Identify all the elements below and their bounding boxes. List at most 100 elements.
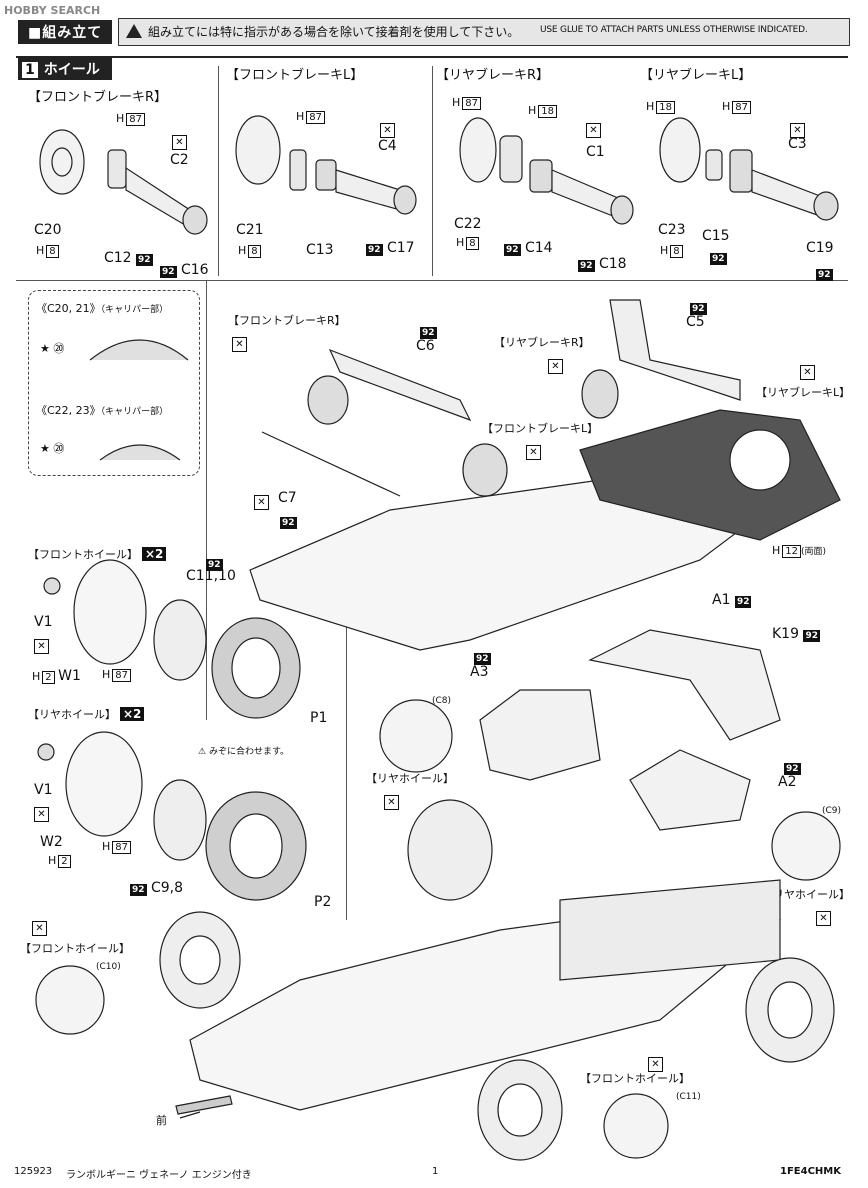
part-c16: 92 C16 (160, 262, 209, 278)
paint-92: 92 (474, 653, 491, 665)
part-c18: 92 C18 (578, 256, 627, 272)
part-c7: C7 (278, 490, 297, 506)
part-c1: C1 (586, 144, 605, 160)
glue-icon: ✕ (816, 906, 831, 926)
part-c21: C21 (236, 222, 264, 238)
part-c19: C19 (806, 240, 834, 256)
section-label: ■組み立て (18, 20, 113, 44)
part-c14: 92 C14 (504, 240, 553, 256)
wheel-c10: (C10) (96, 962, 121, 972)
part-c15: C15 (702, 228, 730, 244)
paint-92: 92 (690, 303, 707, 315)
part-c2: C2 (170, 152, 189, 168)
groove-note: ⚠ みぞに合わせます。 (198, 747, 290, 757)
paint-92: 92 (784, 763, 801, 775)
glue-icon: ✕ (526, 440, 541, 460)
glue-icon: ✕ (800, 360, 815, 380)
part-c6: C6 (416, 338, 435, 354)
part-c22: C22 (454, 216, 482, 232)
part-c23: C23 (658, 222, 686, 238)
footer-code: 125923 (14, 1166, 53, 1177)
glue-icon: ✕ (380, 118, 395, 138)
forward-label: 前 (156, 1114, 167, 1127)
label-rear-wheel: 【リヤホイール】×2 (28, 706, 145, 722)
label-rear-brake-r: 【リヤブレーキR】 (494, 336, 590, 349)
part-c5: C5 (686, 314, 705, 330)
group-title-rear-brake-l: 【リヤブレーキL】 (640, 68, 752, 83)
paint-92: 92 (710, 253, 727, 265)
label-front-brake-r: 【フロントブレーキR】 (228, 314, 346, 327)
caliper-inset (28, 290, 200, 476)
star-icon: ★ ⑳ (40, 442, 65, 455)
part-p1: P1 (310, 710, 328, 726)
divider (206, 280, 207, 720)
paint-92: 92 (206, 559, 223, 571)
label-rear-wheel: 【リヤホイール】 (366, 772, 454, 785)
divider (218, 66, 219, 276)
label-rear-brake-l: 【リヤブレーキL】 (756, 386, 851, 399)
part-c3: C3 (788, 136, 807, 152)
watermark: HOBBY SEARCH (4, 4, 101, 17)
part-c9-8: 92 C9,8 (130, 880, 184, 896)
part-c4: C4 (378, 138, 397, 154)
glue-icon: ✕ (586, 118, 601, 138)
part-v1: V1 (34, 782, 53, 798)
part-v1: V1 (34, 614, 53, 630)
part-p2: P2 (314, 894, 332, 910)
label-front-brake-l: 【フロントブレーキL】 (482, 422, 599, 435)
part-c13: C13 (306, 242, 334, 258)
part-a1: A1 92 (712, 592, 752, 608)
group-title-rear-brake-r: 【リヤブレーキR】 (436, 68, 550, 83)
step-rule (16, 56, 848, 58)
glue-icon: ✕ (34, 634, 49, 654)
part-c12: C12 92 (104, 250, 153, 266)
star-icon: ★ ⑳ (40, 342, 65, 355)
label-front-wheel: 【フロントホイール】×2 (28, 546, 167, 562)
glue-icon: ✕ (790, 118, 805, 138)
paint-92: 92 (816, 269, 833, 281)
wheel-c11: (C11) (676, 1092, 701, 1102)
part-w2: W2 (40, 834, 63, 850)
glue-note-en: USE GLUE TO ATTACH PARTS UNLESS OTHERWIS… (540, 25, 808, 35)
page-number: 1 (432, 1166, 439, 1177)
group-title-front-brake-r: 【フロントブレーキR】 (28, 90, 168, 105)
glue-icon: ✕ (232, 332, 247, 352)
footer-ref: 1FE4CHMK (780, 1166, 841, 1177)
label-front-wheel: 【フロントホイール】 (20, 942, 130, 955)
wheel-c8: (C8) (432, 696, 452, 706)
divider (346, 560, 347, 920)
glue-icon: ✕ (32, 916, 47, 936)
part-c17: 92 C17 (366, 240, 415, 256)
part-c11-10: C11,10 (186, 568, 236, 584)
group-title-front-brake-l: 【フロントブレーキL】 (226, 68, 364, 83)
divider (432, 66, 433, 276)
paint-92: 92 (280, 517, 297, 529)
glue-icon: ✕ (648, 1052, 663, 1072)
label-front-wheel: 【フロントホイール】 (580, 1072, 690, 1085)
part-k19: K19 92 (772, 626, 820, 642)
glue-icon: ✕ (172, 130, 187, 150)
warning-icon (126, 24, 142, 38)
label-rear-wheel: 【リヤホイール】 (762, 888, 850, 901)
glue-icon: ✕ (34, 802, 49, 822)
glue-icon: ✕ (384, 790, 399, 810)
wheel-c9: (C9) (822, 806, 842, 816)
paint-92: 92 (420, 327, 437, 339)
glue-note-jp: 組み立てには特に指示がある場合を除いて接着剤を使用して下さい。 (148, 25, 520, 39)
glue-icon: ✕ (254, 490, 269, 510)
